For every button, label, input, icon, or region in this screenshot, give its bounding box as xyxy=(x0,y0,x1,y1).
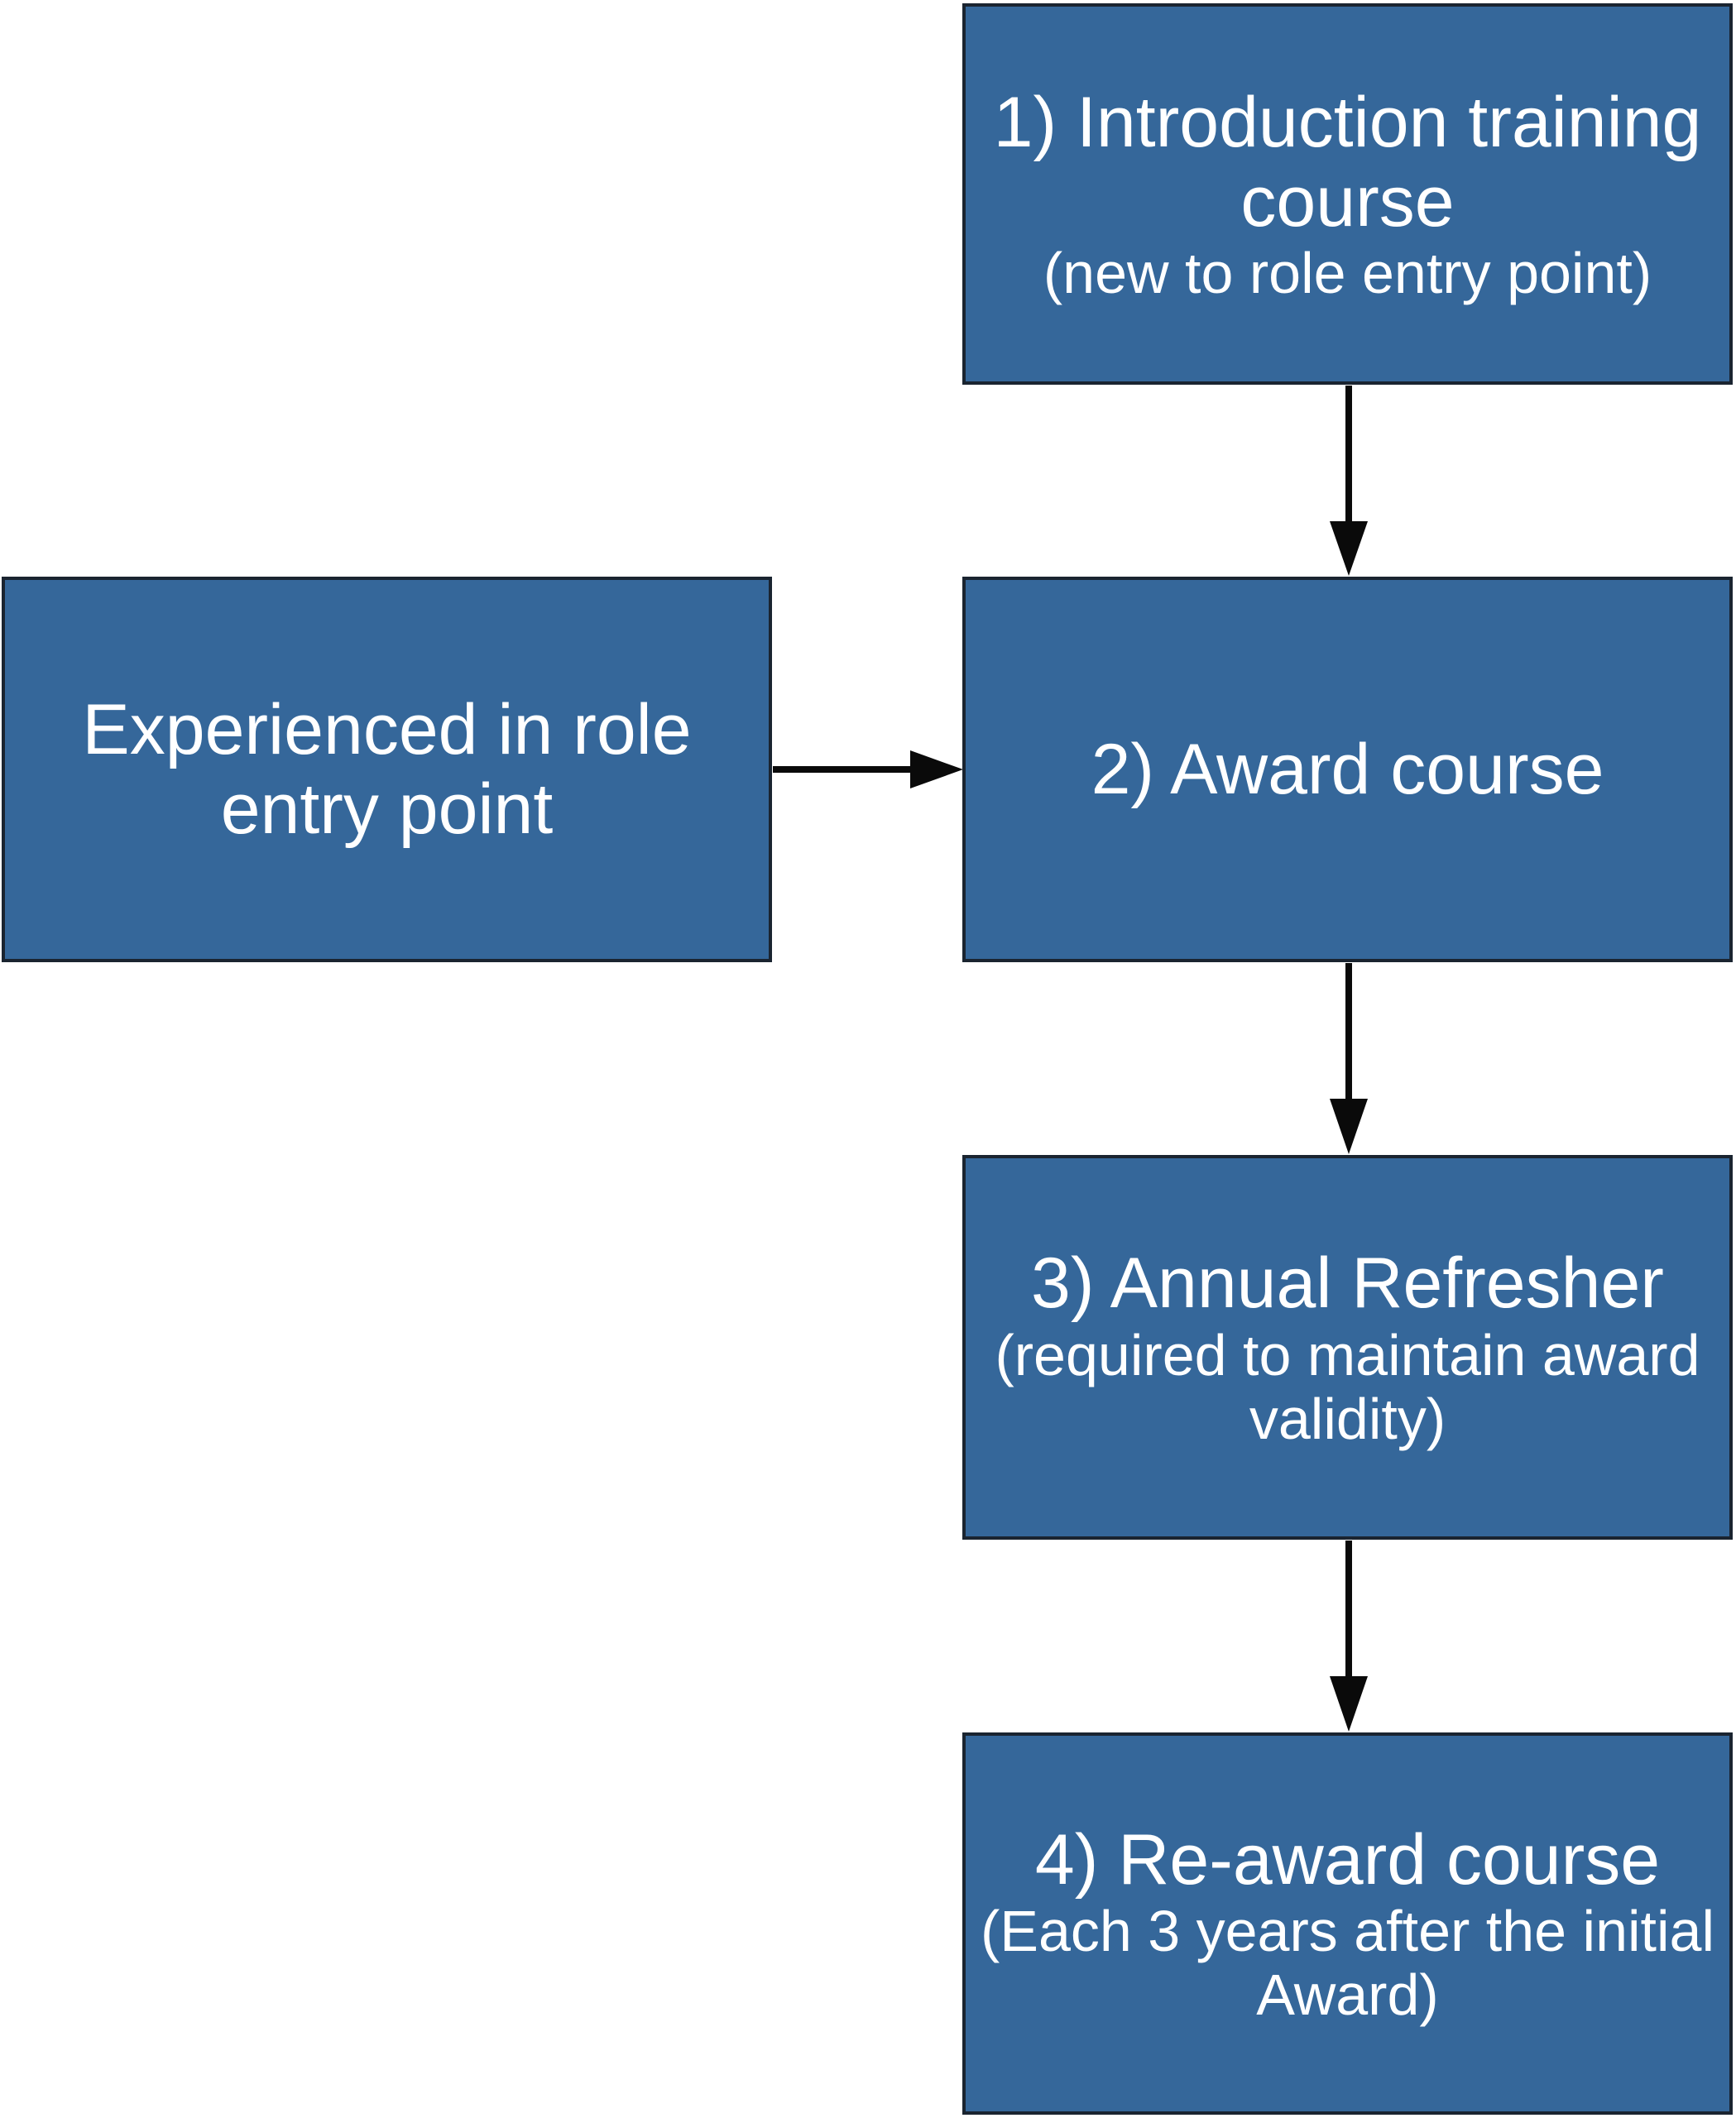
box-subtitle: (new to role entry point) xyxy=(1043,241,1652,306)
box-title: Experienced in role entry point xyxy=(82,689,692,849)
box-title: 2) Award course xyxy=(1091,729,1604,809)
arrow-award-to-refresher xyxy=(1330,963,1368,1154)
box-re-award-course: 4) Re-award course (Each 3 years after t… xyxy=(962,1732,1733,2115)
box-experienced-in-role-entry-point: Experienced in role entry point xyxy=(2,577,772,962)
box-annual-refresher: 3) Annual Refresher (required to maintai… xyxy=(962,1155,1733,1540)
arrow-intro-to-award xyxy=(1330,386,1368,576)
box-title: 3) Annual Refresher xyxy=(1031,1243,1664,1324)
box-subtitle: (required to maintain award validity) xyxy=(995,1322,1700,1451)
box-title: 1) Introduction training course xyxy=(993,82,1702,242)
box-subtitle: (Each 3 years after the initial Award) xyxy=(980,1899,1715,2028)
arrow-refresher-to-reaward xyxy=(1330,1541,1368,1732)
box-title: 4) Re-award course xyxy=(1034,1819,1661,1900)
box-award-course: 2) Award course xyxy=(962,577,1733,962)
box-introduction-training-course: 1) Introduction training course (new to … xyxy=(962,3,1733,385)
arrow-experienced-to-award xyxy=(773,750,963,788)
